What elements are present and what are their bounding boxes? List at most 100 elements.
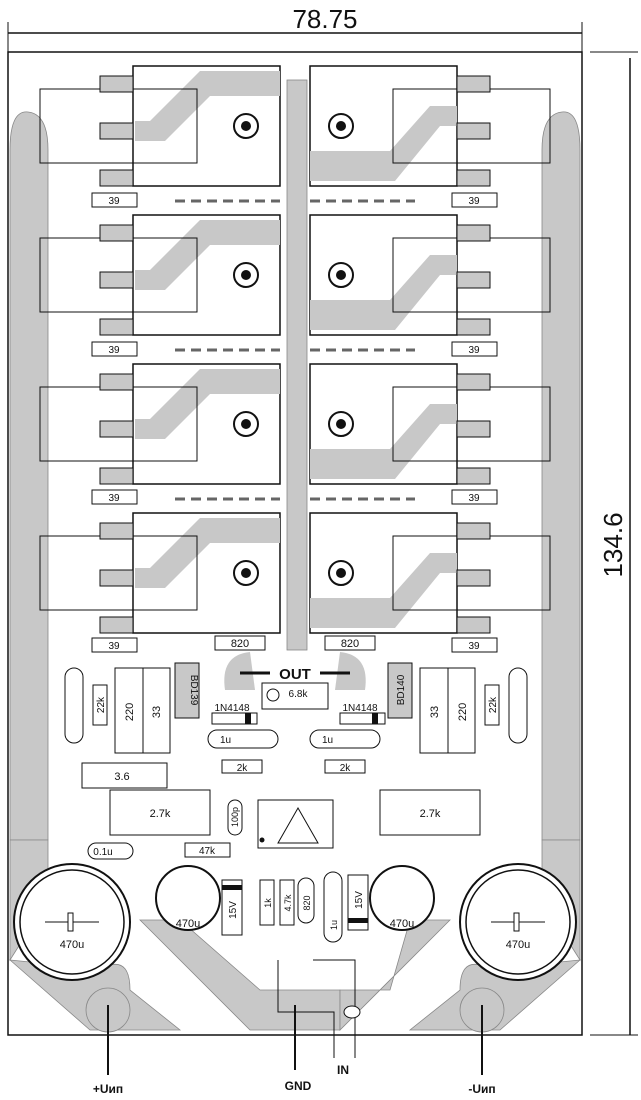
transistor-pin (456, 522, 491, 540)
transistor-pin (99, 616, 134, 634)
resistor-2k-left: 2k (237, 763, 249, 774)
diode-right-label: 1N4148 (342, 703, 377, 714)
mounting-hole-center (336, 270, 346, 280)
copper-trace (135, 71, 280, 141)
width-label: 78.75 (292, 4, 357, 34)
input-wires (277, 959, 361, 1058)
terminal-in-label: IN (337, 1063, 349, 1077)
width-dimension: 78.75 (7, 4, 583, 52)
driver-right-label: BD140 (396, 674, 407, 705)
emitter-resistor-right (451, 637, 498, 653)
transistor-pin (99, 467, 134, 485)
transistor-pin (99, 75, 134, 93)
transistor-pin (456, 224, 491, 242)
mounting-hole-center (336, 419, 346, 429)
mounting-hole-center (241, 419, 251, 429)
terminal-pos-label: +Uип (93, 1082, 123, 1096)
driver-left-label: BD139 (188, 675, 199, 706)
cap-1u-right: 1u (322, 735, 333, 746)
emitter-resistor-label: 39 (468, 493, 480, 504)
big-cap-left-label: 470u (60, 939, 84, 951)
center-resistors: 820 820 (214, 635, 376, 651)
transistor-pin (99, 122, 134, 140)
terminal-neg-label: -Uип (468, 1082, 495, 1096)
resistors-2k: 2k 2k (221, 759, 366, 774)
big-cap-right-label: 470u (506, 939, 530, 951)
zener-left-label: 15V (228, 901, 239, 919)
emitter-resistors: 39 39 39 39 39 39 39 39 (91, 192, 498, 653)
resistor-2-7k-right: 2.7k (420, 808, 441, 820)
out-label: OUT (279, 666, 311, 683)
opamp-ic (257, 799, 334, 849)
transistor-pin (99, 224, 134, 242)
resistor-22k-left: 22k (96, 696, 107, 713)
resistor-47k-label: 47k (199, 846, 216, 857)
resistor-4-7k-label: 4.7k (283, 894, 293, 912)
input-network: 1k 4.7k 820 1u (259, 871, 343, 943)
transistor-pin (456, 467, 491, 485)
resistor-220-right: 220 (457, 703, 469, 721)
cap-0-1u-label: 0.1u (93, 847, 112, 858)
trimmer-pot: 6.8k (261, 682, 329, 710)
resistor-33-left: 33 (151, 706, 163, 718)
emitter-resistor-label: 39 (468, 641, 480, 652)
copper-trace (310, 553, 457, 628)
resistor-47k: 47k (184, 842, 231, 858)
emitter-resistor-label: 39 (468, 345, 480, 356)
resistor-220-left: 220 (124, 703, 136, 721)
mounting-hole-center (336, 568, 346, 578)
cap-0-1u: 0.1u (87, 842, 134, 860)
resistor-2-7k-left: 2.7k (150, 808, 171, 820)
big-electrolytics: 470u 470u (13, 863, 577, 981)
mounting-hole-center (241, 121, 251, 131)
coupling-caps: 1u 1u (207, 729, 381, 749)
copper-trace (310, 106, 457, 181)
film-caps (64, 667, 528, 744)
transistor-pin (456, 169, 491, 187)
transistor-pin (99, 169, 134, 187)
emitter-resistor-right (451, 341, 498, 357)
cap-1u-input: 1u (329, 920, 339, 930)
cap-100p: 100p (227, 799, 243, 836)
transistor-pin (456, 271, 491, 289)
height-dimension: 134.6 (590, 51, 638, 1036)
transistor-pin (99, 373, 134, 391)
emitter-resistor-label: 39 (108, 641, 120, 652)
output-transistors (39, 65, 551, 634)
mounting-hole-center (241, 568, 251, 578)
resistor-3-6: 3.6 (81, 762, 168, 789)
copper-trace (135, 220, 280, 290)
copper-trace (310, 404, 457, 479)
zener-diodes: 15V 15V (221, 874, 369, 936)
resistor-820-left: 820 (231, 638, 249, 650)
transistor-pin (99, 569, 134, 587)
transistor-pin (456, 373, 491, 391)
emitter-resistor-label: 39 (108, 196, 120, 207)
resistors-2-7k: 2.7k 2.7k (109, 789, 481, 836)
emitter-resistor-right (451, 489, 498, 505)
resistor-2k-right: 2k (340, 763, 352, 774)
emitter-resistor-label: 39 (108, 493, 120, 504)
cap-100p-label: 100p (230, 807, 240, 827)
terminal-gnd-label: GND (285, 1079, 312, 1093)
transistor-pin (99, 522, 134, 540)
resistor-22k-right: 22k (488, 696, 499, 713)
copper-trace (135, 369, 280, 439)
height-label: 134.6 (598, 512, 628, 577)
copper-trace (135, 518, 280, 588)
small-cap-right-label: 470u (390, 918, 414, 930)
resistors-22k: 22k 22k (92, 684, 500, 726)
copper-trace (310, 255, 457, 330)
cap-1u-left: 1u (220, 735, 231, 746)
diodes: 1N4148 1N4148 (211, 703, 386, 725)
zener-right-label: 15V (354, 891, 365, 909)
trimmer-label: 6.8k (289, 689, 309, 700)
emitter-resistor-label: 39 (108, 345, 120, 356)
driver-transistors: BD139 BD140 (174, 662, 413, 719)
cap-820-label: 820 (302, 895, 312, 910)
emitter-resistor-label: 39 (468, 196, 480, 207)
mounting-hole-center (241, 270, 251, 280)
resistor-1k-label: 1k (263, 898, 273, 908)
transistor-pin (99, 271, 134, 289)
